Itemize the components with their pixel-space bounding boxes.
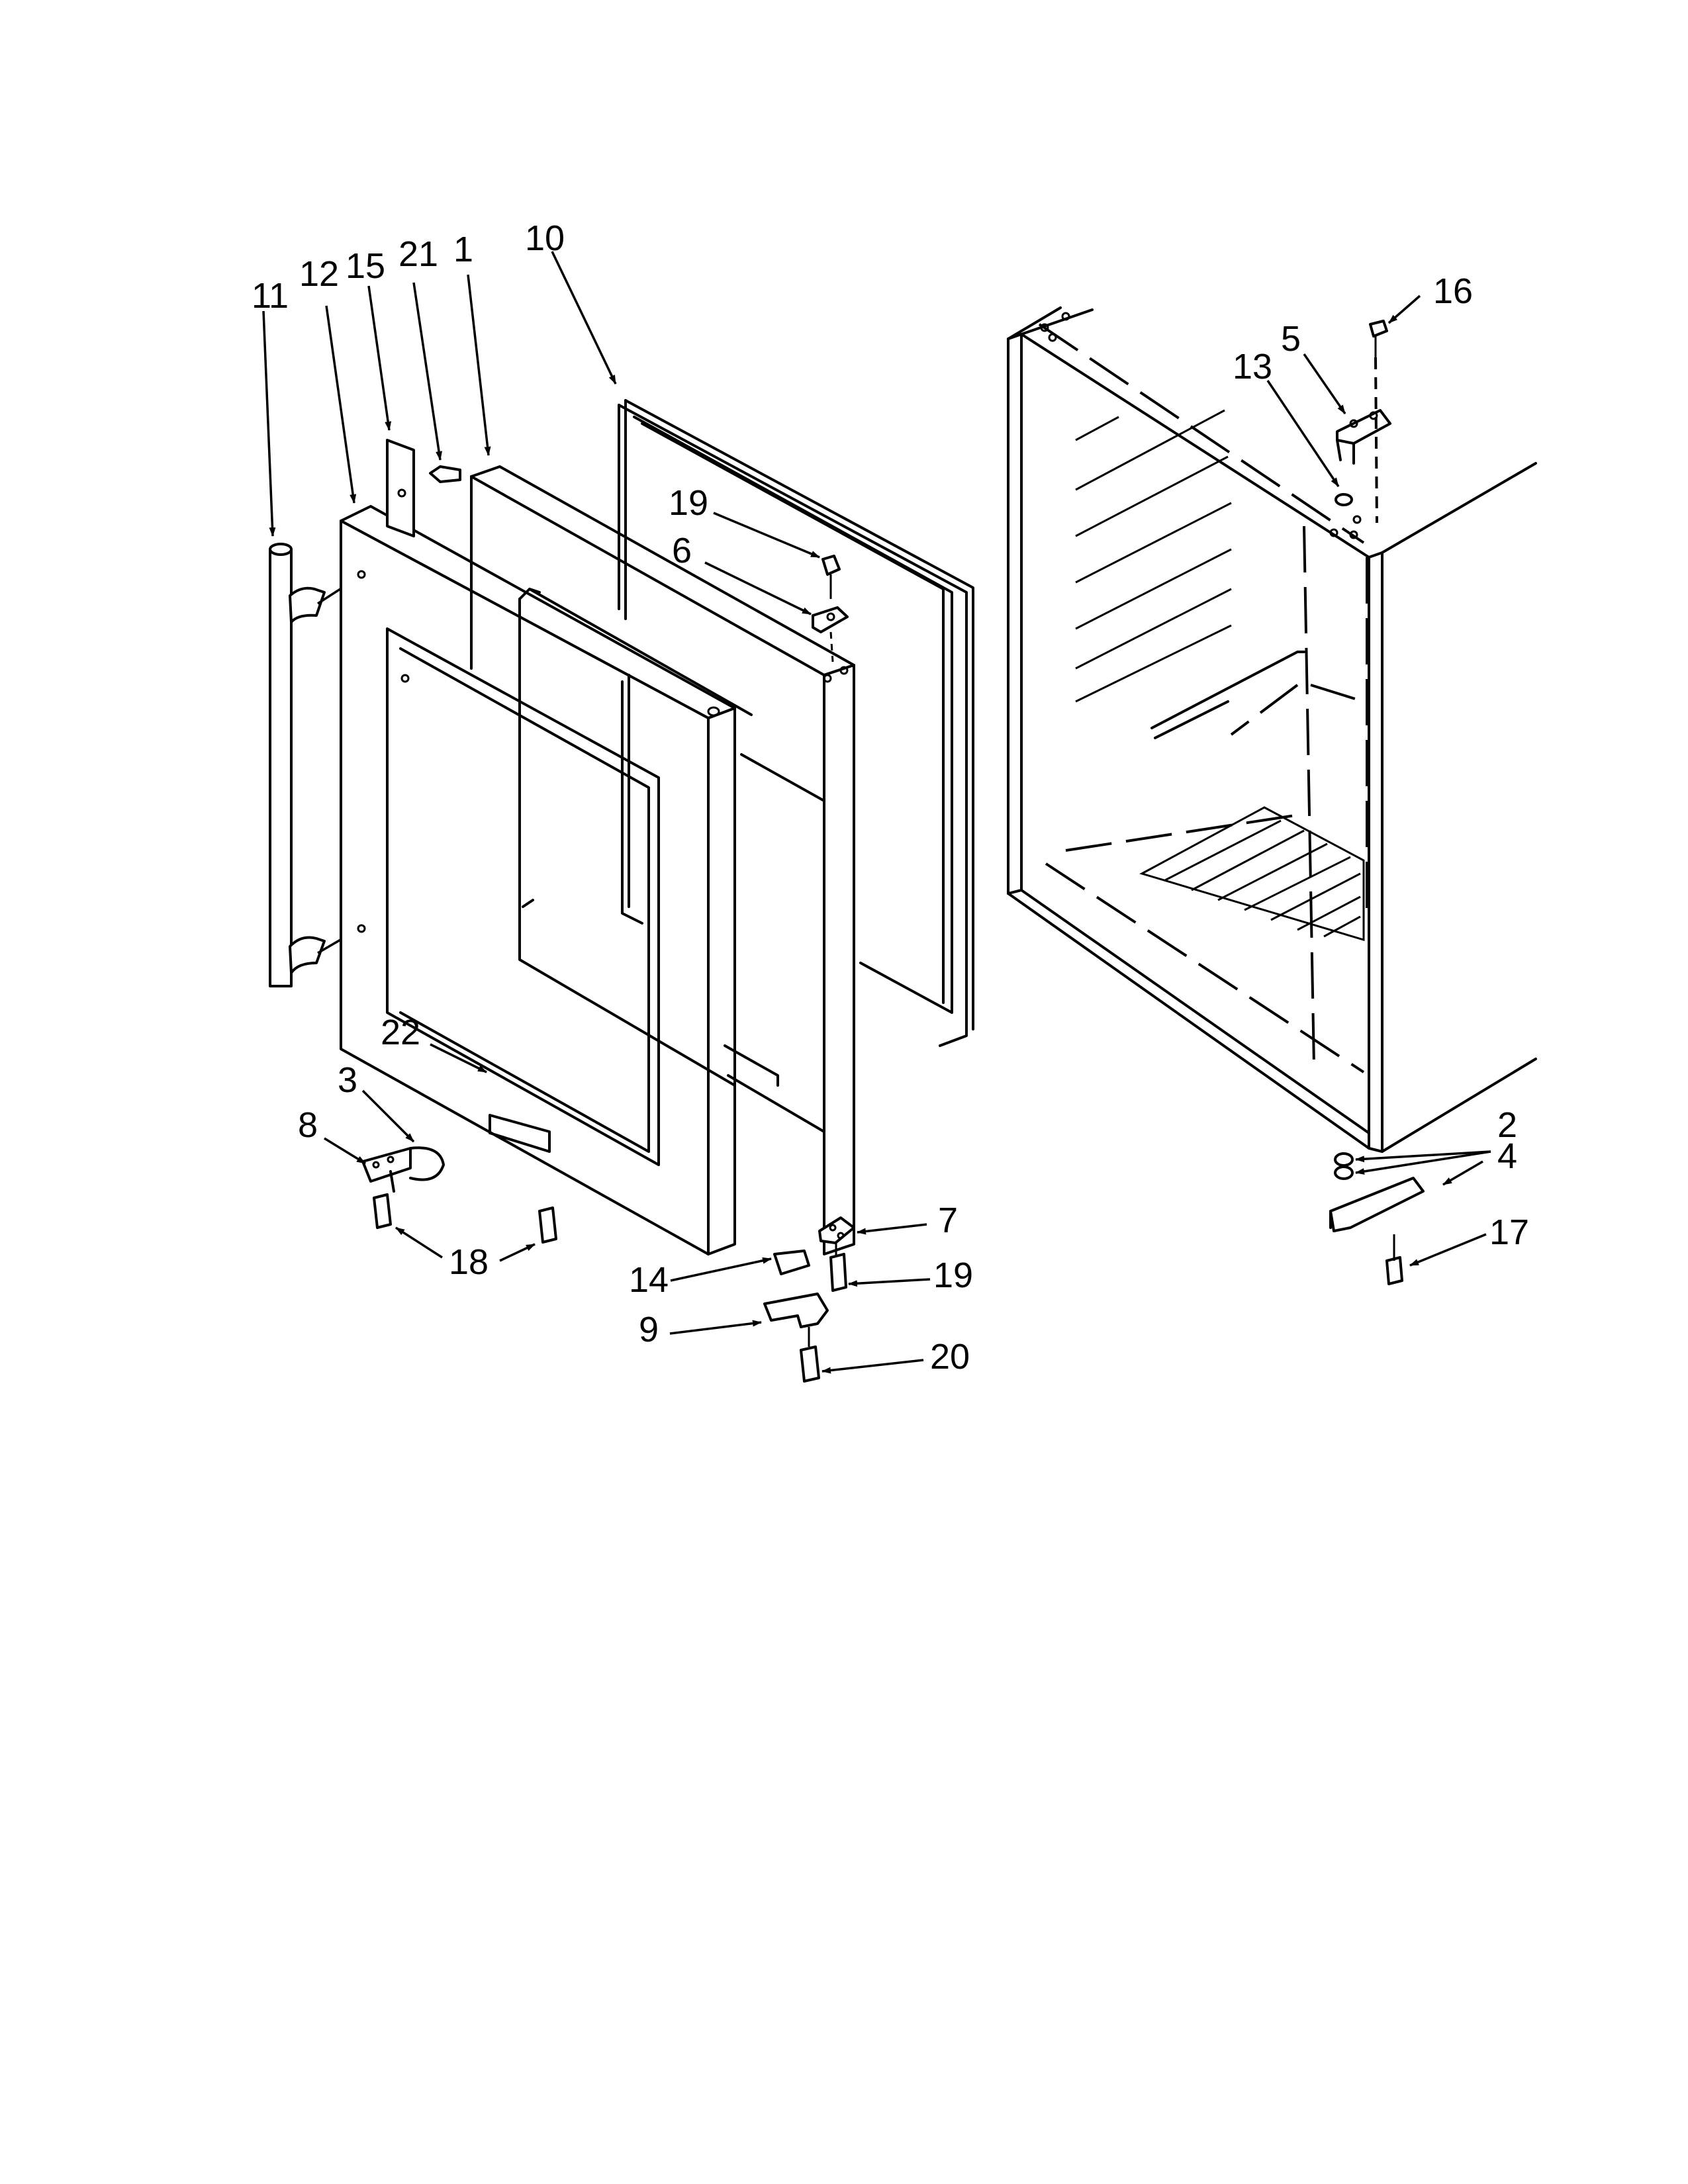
callout-4: 4 [1497, 1136, 1517, 1176]
callout-8: 8 [298, 1105, 318, 1145]
callout-2: 2 [1497, 1105, 1517, 1145]
callout-15: 15 [346, 246, 385, 286]
callout-9: 9 [639, 1310, 659, 1349]
callout-17: 17 [1489, 1212, 1529, 1252]
callout-14: 14 [629, 1260, 669, 1300]
callout-leaders [262, 251, 1491, 1374]
door-top-hinge [812, 555, 849, 662]
callout-20: 20 [930, 1337, 970, 1377]
callout-7: 7 [938, 1201, 958, 1240]
door-inner-panel [470, 465, 855, 1255]
callout-22: 22 [381, 1013, 420, 1052]
callout-labels: 11 12 15 21 1 10 16 5 13 19 6 22 3 8 18 … [252, 218, 1529, 1377]
trim-strip [386, 439, 461, 537]
callout-3: 3 [338, 1060, 357, 1100]
callout-19-top: 19 [669, 483, 708, 523]
door-handle [269, 543, 361, 987]
callout-12: 12 [299, 254, 339, 294]
callout-11: 11 [252, 276, 289, 316]
cabinet-liner [1007, 306, 1537, 1153]
callout-16: 16 [1433, 271, 1473, 311]
door-outer-panel [340, 505, 736, 1255]
door-closer-bracket [361, 1146, 557, 1244]
callout-13: 13 [1233, 347, 1272, 387]
door-gasket [618, 399, 974, 1047]
callout-18: 18 [449, 1242, 489, 1282]
callout-21: 21 [399, 234, 438, 274]
door-bottom-hinge [763, 1216, 855, 1383]
callout-5: 5 [1281, 319, 1301, 359]
bottom-hinge-assembly [1329, 1152, 1425, 1285]
callout-10: 10 [525, 218, 565, 258]
callout-19-bottom: 19 [933, 1255, 973, 1295]
callout-6: 6 [672, 531, 692, 570]
callout-1: 1 [453, 230, 473, 269]
top-hinge-assembly [1335, 320, 1391, 523]
